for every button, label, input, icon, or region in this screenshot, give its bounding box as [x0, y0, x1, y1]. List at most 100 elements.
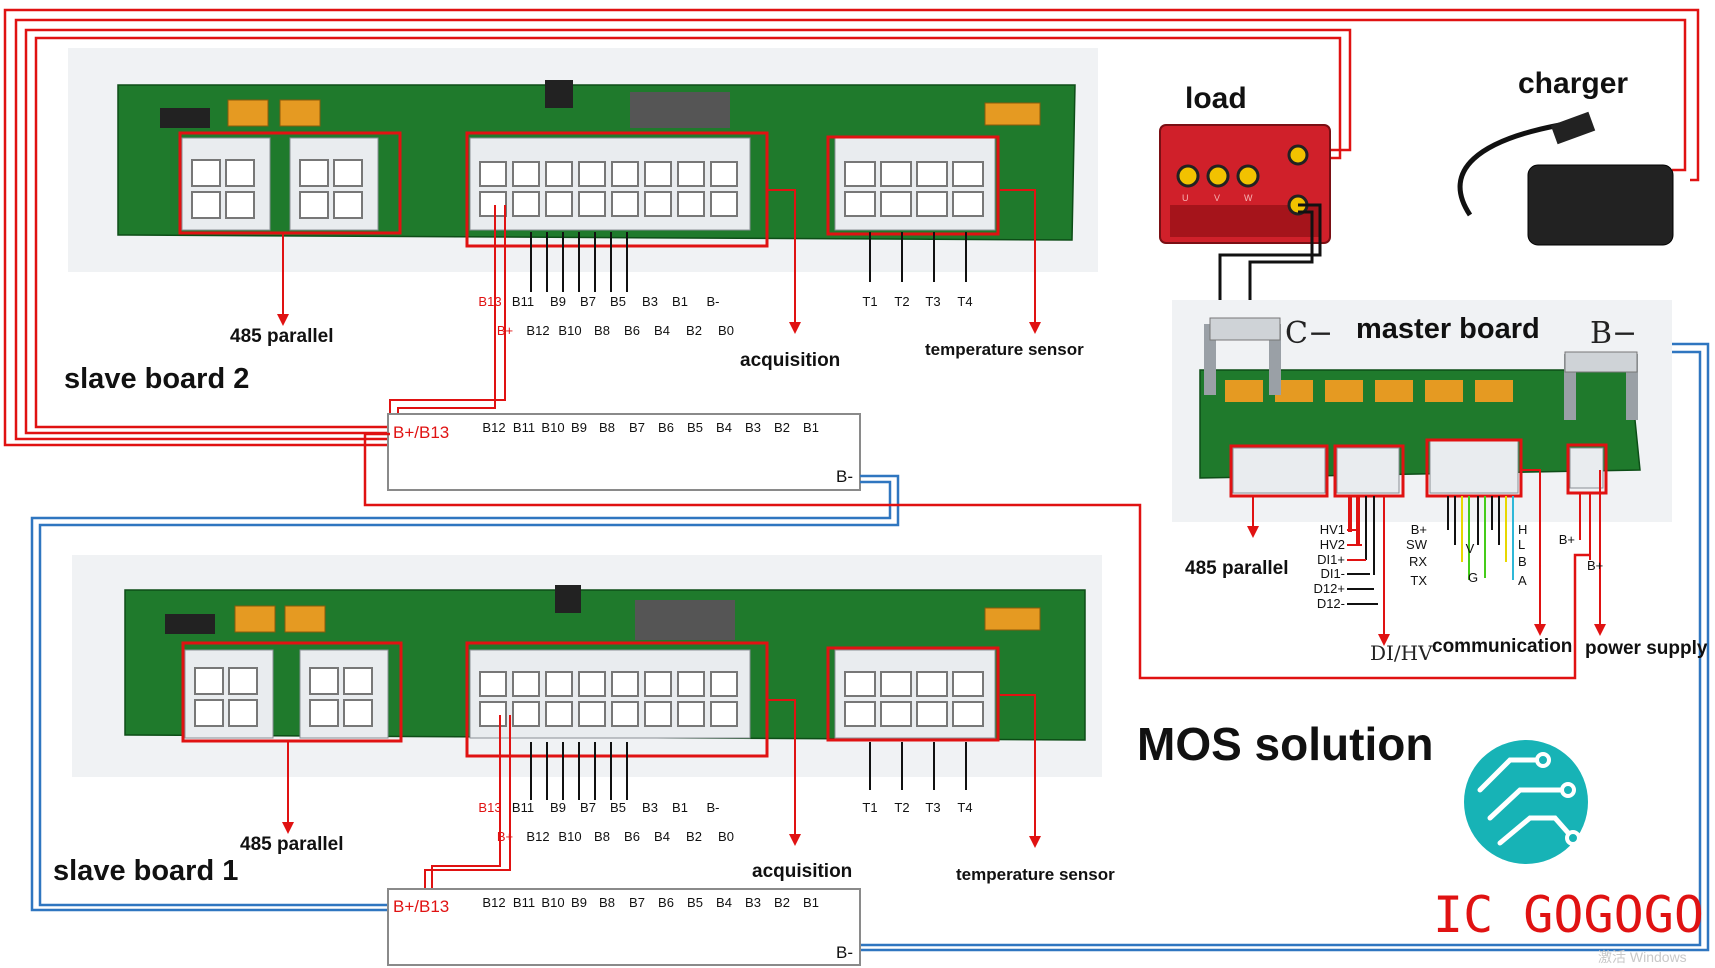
connector-pin	[479, 701, 507, 727]
battery-cell-label: B3	[745, 420, 761, 435]
connector-pin	[644, 701, 672, 727]
battery-cell-label: B5	[687, 895, 703, 910]
pin-label-top: B13	[478, 294, 501, 309]
connector-pin	[479, 161, 507, 187]
pin-label-top: B3	[642, 294, 658, 309]
logo-text: IC GOGOGO	[1433, 886, 1704, 944]
connector-pin	[952, 671, 984, 697]
red-loop-wires	[3, 8, 1700, 447]
master-b-minus-label: B−	[1590, 316, 1637, 351]
pin-label-top: B-	[707, 800, 720, 815]
load-terminal-v: V	[1214, 193, 1220, 203]
master-board: C− B− master board	[1172, 300, 1672, 522]
connector-pin	[611, 701, 639, 727]
master-c-minus-label: C−	[1285, 316, 1333, 351]
battery-cell-label: B5	[687, 420, 703, 435]
connector-pin	[644, 191, 672, 217]
connector-pin	[333, 159, 363, 187]
connector-pin	[225, 159, 255, 187]
pin-label-top: B3	[642, 800, 658, 815]
connector-pin	[512, 701, 540, 727]
connector-pin	[194, 699, 224, 727]
di-pin-label: D12+	[1314, 581, 1345, 596]
connector-pin	[916, 161, 948, 187]
di-pin-label: DI1-	[1320, 566, 1345, 581]
slave1-485-box	[181, 641, 403, 743]
pin-label-top: B5	[610, 800, 626, 815]
pin-label-bottom: B2	[686, 829, 702, 844]
pin-label-bottom: B6	[624, 829, 640, 844]
pin-label-bottom: B8	[594, 323, 610, 338]
connector-pin	[578, 161, 606, 187]
master-dihv-label: DI/HV	[1370, 641, 1433, 665]
red-wire-pack2-to-master	[363, 432, 1590, 680]
master-di-box	[1333, 444, 1405, 498]
connector-pin	[844, 701, 876, 727]
pin-label-bottom: B2	[686, 323, 702, 338]
connector-pin	[710, 161, 738, 187]
pin-label-bottom: B8	[594, 829, 610, 844]
connector-pin	[479, 191, 507, 217]
pin-label-bottom: B6	[624, 323, 640, 338]
slave1-temperature-label: temperature sensor	[956, 865, 1115, 884]
pin-label-bottom: B12	[526, 323, 549, 338]
comm-pin-label: L	[1518, 537, 1525, 552]
temp-sensor-label: T2	[894, 294, 909, 309]
connector-pin	[611, 671, 639, 697]
connector-pin	[343, 667, 373, 695]
slave1-arrows	[282, 694, 1041, 890]
connector-pin	[194, 667, 224, 695]
battery-cell-label: B3	[745, 895, 761, 910]
battery-cell-label: B9	[571, 895, 587, 910]
connector-pin	[677, 701, 705, 727]
di-pin-label: HV2	[1320, 537, 1345, 552]
pin-label-bottom: B12	[526, 829, 549, 844]
slave-board-1	[72, 555, 1102, 800]
watermark: 激活 Windows	[1598, 949, 1687, 965]
connector-pin	[578, 671, 606, 697]
battery-cell-label: B7	[629, 420, 645, 435]
battery-cell-label: B6	[658, 420, 674, 435]
battery-cell-label: B4	[716, 895, 732, 910]
battery1-plus-label: B+/B13	[393, 897, 449, 916]
connector-pin	[299, 191, 329, 219]
battery-cell-label: B8	[599, 420, 615, 435]
temp-sensor-label: T2	[894, 800, 909, 815]
battery-cell-label: B2	[774, 420, 790, 435]
connector-pin	[952, 191, 984, 217]
connector-pin	[479, 671, 507, 697]
pin-label-bottom: B0	[718, 829, 734, 844]
connector-pin	[225, 191, 255, 219]
master-485-box	[1229, 444, 1329, 498]
pin-label-bottom: B4	[654, 829, 670, 844]
black-wire-1	[1218, 203, 1322, 320]
master-mosfets	[1225, 380, 1513, 402]
diagram-title: MOS solution	[1137, 718, 1433, 770]
connector-pin	[191, 191, 221, 219]
connector-pin	[512, 161, 540, 187]
connector-pin	[710, 191, 738, 217]
temp-sensor-label: T1	[862, 294, 877, 309]
connector-pin	[844, 191, 876, 217]
temp-sensor-label: T3	[925, 294, 940, 309]
slave2-temperature-label: temperature sensor	[925, 340, 1084, 359]
load-device: load U V W	[1159, 82, 1331, 244]
pin-label-top: B11	[512, 294, 534, 309]
di-pin-label: DI1+	[1317, 552, 1345, 567]
slave2-485-label: 485 parallel	[230, 326, 334, 347]
master-power-pin-labels: B+B+	[1559, 532, 1604, 573]
battery-cell-label: B8	[599, 895, 615, 910]
connector-pin	[545, 671, 573, 697]
pin-label-top: B11	[512, 800, 534, 815]
temp-sensor-label: T3	[925, 800, 940, 815]
connector-pin	[916, 191, 948, 217]
master-communication-label: communication	[1432, 636, 1572, 657]
logo: IC GOGOGO	[1433, 740, 1704, 944]
connector-pin	[677, 671, 705, 697]
connector-pin	[916, 671, 948, 697]
connector-pin	[309, 667, 339, 695]
battery-cell-label: B2	[774, 895, 790, 910]
comm-pin-label: V	[1466, 541, 1475, 556]
